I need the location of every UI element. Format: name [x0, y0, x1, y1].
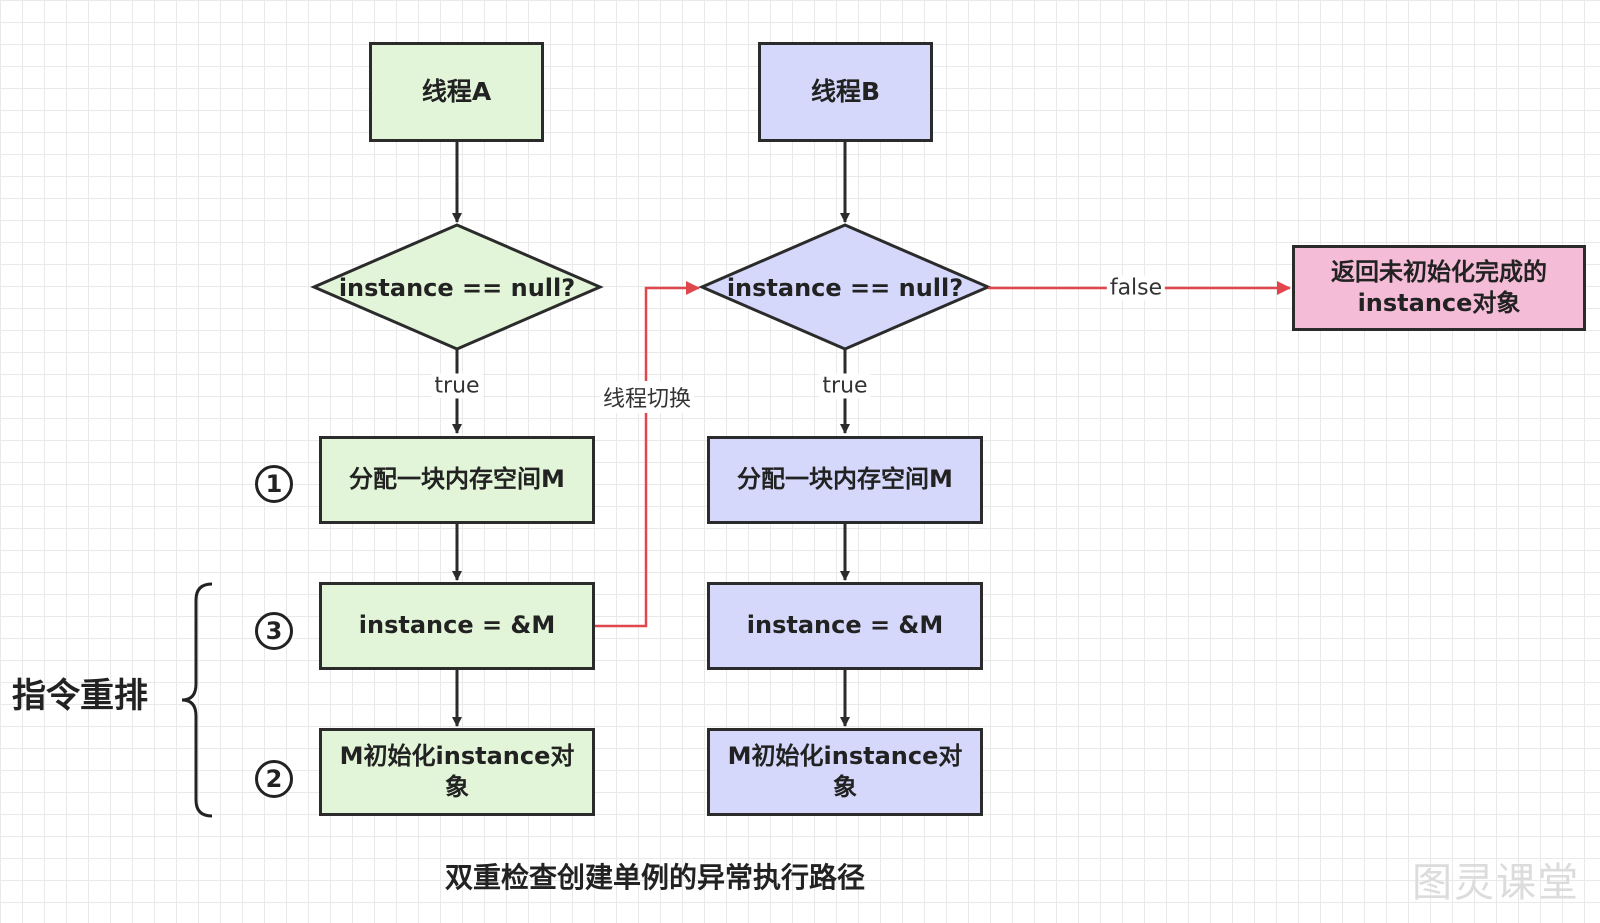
step-number-3: 3	[255, 612, 293, 650]
diagram-caption: 双重检查创建单例的异常执行路径	[444, 861, 865, 894]
thread-b-title-box: 线程B	[758, 42, 933, 142]
thread-switch-arrow	[594, 281, 700, 628]
thread-a-title: 线程A	[421, 76, 492, 106]
thread-a-init-box: M初始化instance对象	[319, 728, 595, 816]
thread-a-assign-label: instance = &M	[358, 611, 556, 640]
step-number-2: 2	[255, 760, 293, 798]
thread-a-check-label: instance == null?	[338, 274, 576, 302]
thread-b-result-label: 返回未初始化完成的instance对象	[1331, 257, 1547, 317]
thread-b-init-box: M初始化instance对象	[707, 728, 983, 816]
thread-b-allocate-label: 分配一块内存空间M	[737, 465, 953, 494]
thread-a-init-label: M初始化instance对象	[339, 741, 575, 801]
reorder-label: 指令重排	[12, 676, 148, 716]
thread-b-result-box: 返回未初始化完成的instance对象	[1292, 245, 1586, 331]
thread-b-init-label: M初始化instance对象	[727, 741, 963, 801]
thread-a-allocate-label: 分配一块内存空间M	[349, 465, 565, 494]
thread-switch-label: 线程切换	[599, 381, 695, 413]
thread-b-assign-box: instance = &M	[707, 582, 983, 670]
watermark: 图灵课堂	[1412, 860, 1580, 906]
reorder-brace	[181, 582, 213, 818]
thread-b-true-label: true	[819, 373, 871, 399]
thread-a-title-box: 线程A	[369, 42, 544, 142]
thread-b-assign-label: instance = &M	[746, 611, 944, 640]
thread-a-assign-box: instance = &M	[319, 582, 595, 670]
thread-a-true-label: true	[431, 373, 483, 399]
step-number-1: 1	[255, 465, 293, 503]
thread-b-false-label: false	[1106, 275, 1166, 301]
thread-a-allocate-box: 分配一块内存空间M	[319, 436, 595, 524]
thread-b-title: 线程B	[810, 76, 881, 106]
thread-b-check-label: instance == null?	[726, 274, 964, 302]
thread-b-allocate-box: 分配一块内存空间M	[707, 436, 983, 524]
